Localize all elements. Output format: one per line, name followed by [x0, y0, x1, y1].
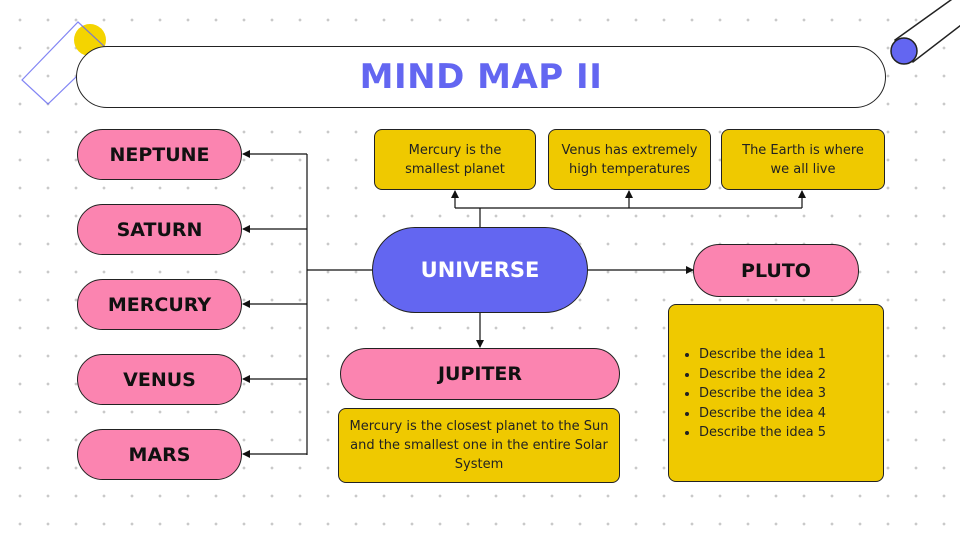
- node-mercury: MERCURY: [77, 279, 242, 330]
- center-node-universe: UNIVERSE: [372, 227, 588, 313]
- top-box-1: Mercury is the smallest planet: [374, 129, 536, 190]
- idea-item: Describe the idea 2: [699, 365, 875, 385]
- node-neptune: NEPTUNE: [77, 129, 242, 180]
- node-venus: VENUS: [77, 354, 242, 405]
- ideas-list: Describe the idea 1 Describe the idea 2 …: [681, 345, 875, 443]
- jupiter-description-box: Mercury is the closest planet to the Sun…: [338, 408, 620, 483]
- node-mars: MARS: [77, 429, 242, 480]
- pluto-ideas-box: Describe the idea 1 Describe the idea 2 …: [668, 304, 884, 482]
- page-title: MIND MAP II: [359, 57, 603, 97]
- node-pluto: PLUTO: [693, 244, 859, 297]
- blue-dot-decoration: [890, 37, 918, 65]
- idea-item: Describe the idea 4: [699, 404, 875, 424]
- idea-item: Describe the idea 1: [699, 345, 875, 365]
- node-jupiter: JUPITER: [340, 348, 620, 400]
- top-box-3: The Earth is where we all live: [721, 129, 885, 190]
- top-box-2: Venus has extremely high temperatures: [548, 129, 711, 190]
- title-bar: MIND MAP II: [76, 46, 886, 108]
- idea-item: Describe the idea 5: [699, 423, 875, 443]
- node-saturn: SATURN: [77, 204, 242, 255]
- idea-item: Describe the idea 3: [699, 384, 875, 404]
